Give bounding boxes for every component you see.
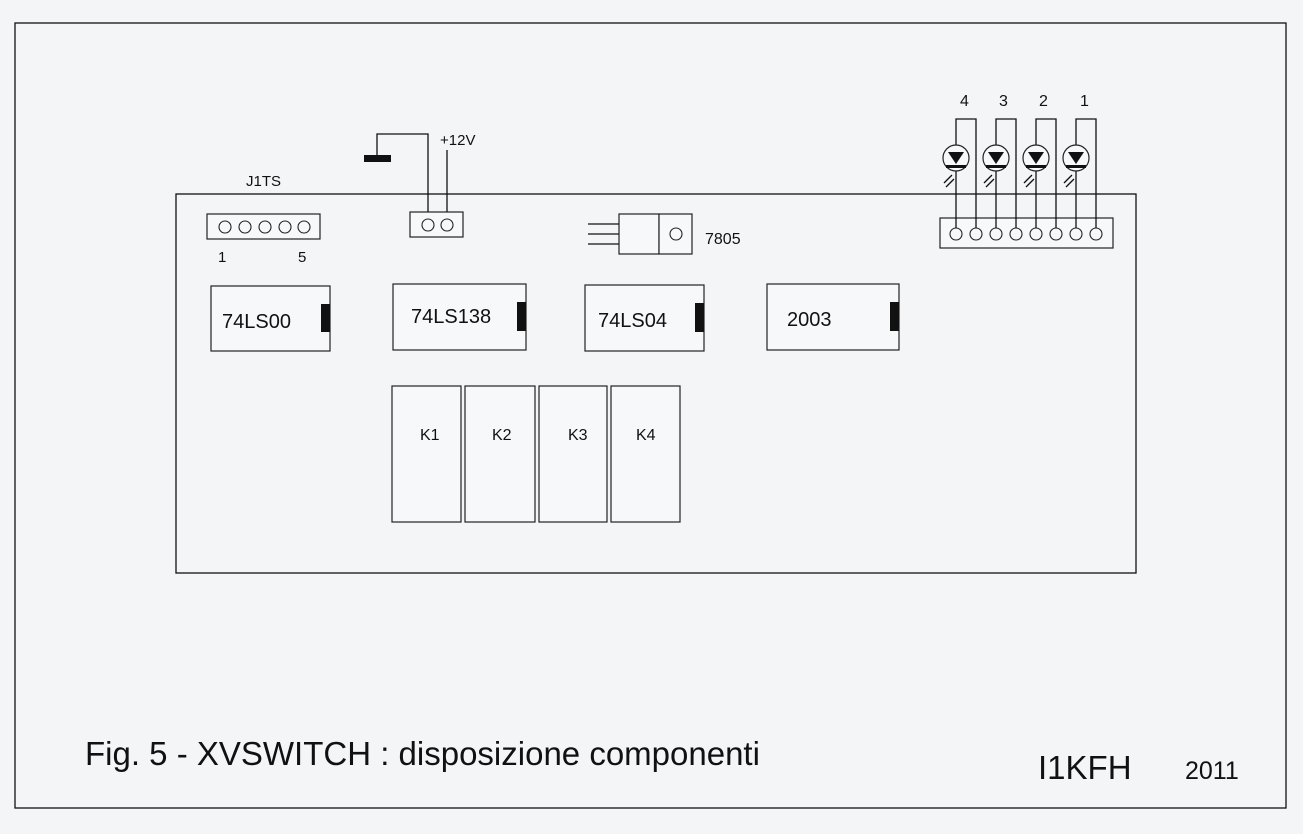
ic-label: 74LS138 (411, 306, 491, 328)
relay-body (610, 385, 681, 523)
led-light-arrow (1065, 178, 1075, 188)
relay-label: K3 (568, 427, 588, 444)
led-number-label: 4 (960, 93, 969, 110)
led-light-arrow (1063, 174, 1073, 184)
led-4: 4 (942, 93, 977, 228)
led-1: 1 (1062, 93, 1097, 228)
ic-label: 2003 (787, 309, 832, 331)
relay-k3: K3 (538, 385, 608, 523)
ic-notch (695, 303, 704, 332)
led-number-label: 1 (1080, 93, 1089, 110)
figure-caption: Fig. 5 - XVSWITCH : disposizione compone… (85, 735, 760, 772)
j1ts-pin-first-label: 1 (218, 249, 226, 266)
led-cathode-bar (1066, 165, 1086, 168)
led-light-arrow (985, 178, 995, 188)
regulator-label: 7805 (705, 231, 741, 248)
led-header-pin (989, 227, 1003, 241)
led-lead (1035, 118, 1057, 228)
j1ts-pin (218, 220, 232, 234)
led-header-body (939, 217, 1114, 249)
regulator-7805: 7805 (588, 213, 741, 255)
led-header-pin (949, 227, 963, 241)
j1ts-pins (218, 220, 311, 234)
relay-k1: K1 (391, 385, 462, 523)
j1ts-pin (297, 220, 311, 234)
j1ts-pin-last-label: 5 (298, 249, 306, 266)
led-header-pin (1029, 227, 1043, 241)
power-pin (440, 218, 454, 232)
led-2: 2 (1022, 93, 1057, 228)
regulator-body (618, 213, 660, 255)
led-cathode-bar (986, 165, 1006, 168)
relay-body (391, 385, 462, 523)
ic-74ls00: 74LS00 (210, 285, 331, 352)
ic-label: 74LS00 (222, 311, 291, 333)
power-pin (421, 218, 435, 232)
led-diode-symbol (1068, 152, 1084, 164)
ic-body (210, 285, 331, 352)
led-header-pin (1049, 227, 1063, 241)
ground-bar (364, 155, 391, 162)
connector-j1ts: J1TS 1 5 (206, 173, 321, 266)
led-light-arrow (983, 174, 993, 184)
relay-k2: K2 (464, 385, 536, 523)
led-cathode-bar (1026, 165, 1046, 168)
regulator-mounting-hole (669, 227, 683, 241)
relay-body (464, 385, 536, 523)
led-light-arrow (945, 178, 955, 188)
year-label: 2011 (1185, 757, 1239, 785)
ic-notch (517, 302, 526, 331)
led-number-label: 3 (999, 93, 1008, 110)
j1ts-label: J1TS (246, 173, 281, 190)
led-number-label: 2 (1039, 93, 1048, 110)
relay-body (538, 385, 608, 523)
pcb-outline (175, 193, 1137, 574)
author-callsign: I1KFH (1038, 749, 1132, 786)
led-header-pin (1009, 227, 1023, 241)
led-lead (995, 118, 1017, 228)
power-header (409, 211, 464, 238)
relay-k4: K4 (610, 385, 681, 523)
ic-74ls04: 74LS04 (584, 284, 705, 352)
led-light-arrow (1025, 178, 1035, 188)
ic-body (392, 283, 527, 351)
page-frame (14, 22, 1287, 809)
ic-74ls138: 74LS138 (392, 283, 527, 351)
ic-notch (890, 302, 899, 331)
led-light-arrow (1023, 174, 1033, 184)
ic-label: 74LS04 (598, 310, 667, 332)
j1ts-pin (258, 220, 272, 234)
power-label: +12V (440, 132, 475, 149)
led-lead (955, 118, 977, 228)
led-diode-symbol (1028, 152, 1044, 164)
ic-notch (321, 304, 330, 332)
ground-wire (376, 133, 429, 224)
led-cathode-bar (946, 165, 966, 168)
relay-label: K4 (636, 427, 656, 444)
led-3: 3 (982, 93, 1017, 228)
ic-body (584, 284, 705, 352)
led-header-pin (969, 227, 983, 241)
led-diode-symbol (948, 152, 964, 164)
led-diode-symbol (988, 152, 1004, 164)
relay-label: K1 (420, 427, 440, 444)
ic-2003: 2003 (766, 283, 900, 351)
led-header-pin (1069, 227, 1083, 241)
led-header (939, 217, 1114, 249)
relay-label: K2 (492, 427, 512, 444)
j1ts-pin (238, 220, 252, 234)
led-light-arrow (943, 174, 953, 184)
led-header-pin (1089, 227, 1103, 241)
led-lead (1075, 118, 1097, 228)
power-connector: +12V (364, 132, 475, 238)
j1ts-pin (278, 220, 292, 234)
